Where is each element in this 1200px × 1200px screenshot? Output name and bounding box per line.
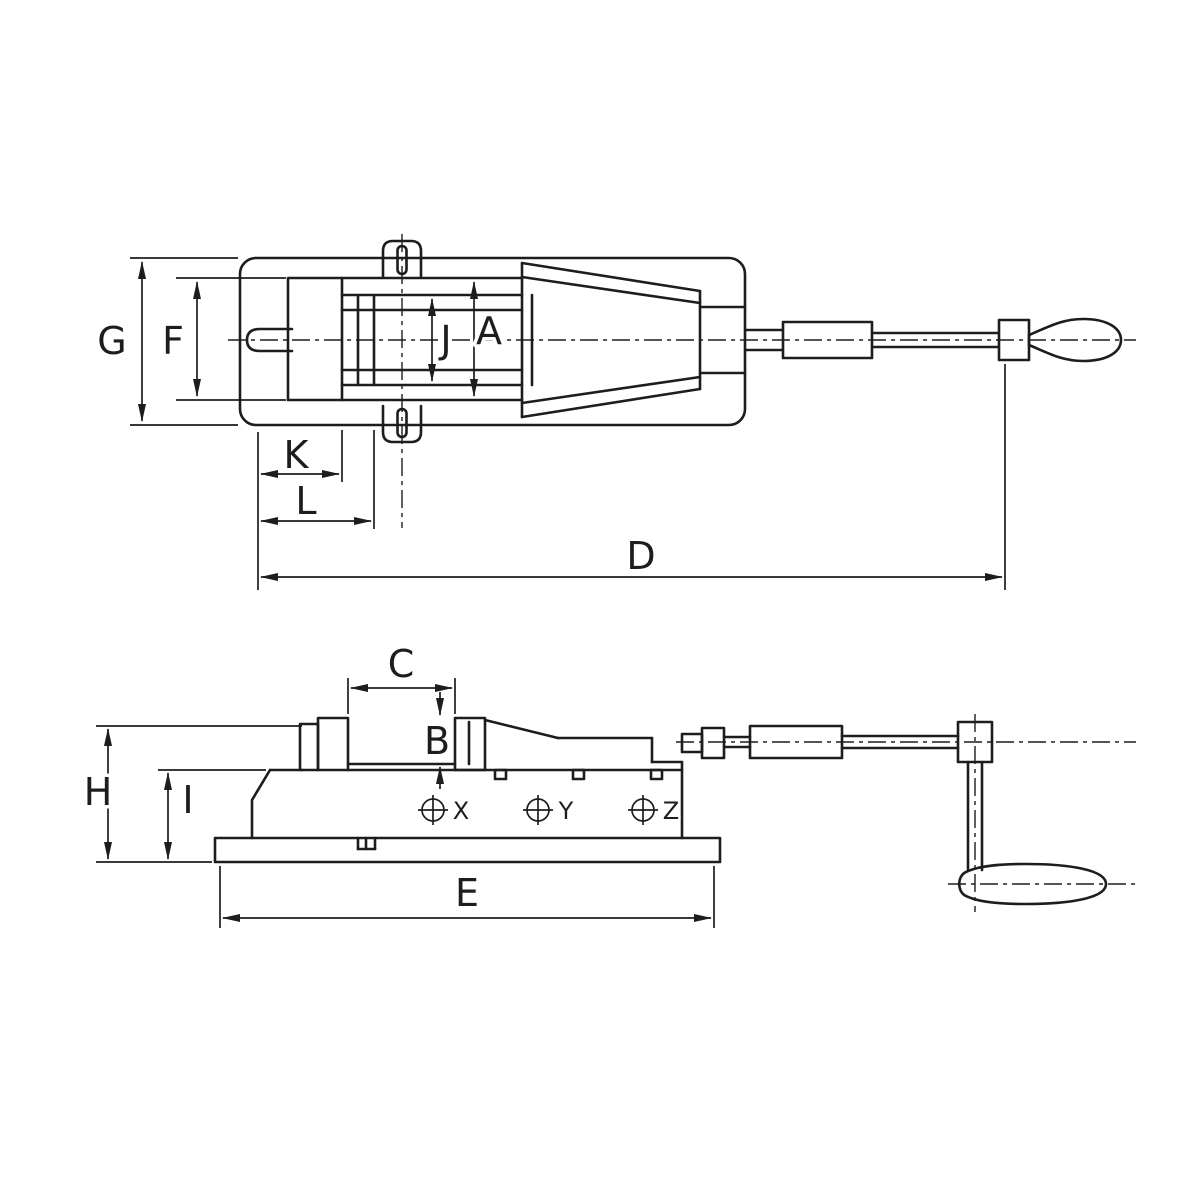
dimension-i: I	[158, 769, 266, 860]
datum-point-x: X	[418, 795, 472, 828]
datum-point-y: Y	[523, 795, 576, 828]
base-plate	[213, 836, 722, 864]
bottom-lug-slot	[396, 407, 408, 439]
movable-jaw-side	[316, 716, 350, 772]
dimension-f: F	[159, 277, 286, 401]
handle-knob	[1027, 317, 1123, 363]
dimension-label-j: J	[438, 318, 451, 362]
dimension-k: K	[257, 430, 343, 590]
top-view-vise-body	[238, 239, 747, 444]
side-view-centerlines	[676, 714, 1136, 912]
datum-label-z: Z	[663, 797, 679, 825]
guide-ways	[340, 276, 524, 402]
top-clamping-lug	[381, 239, 423, 279]
dimension-label-d: D	[626, 534, 655, 578]
vise-body-outline	[238, 256, 747, 427]
dimension-j: J	[428, 298, 455, 382]
datum-label-x: X	[453, 797, 469, 825]
dimension-e: E	[219, 866, 715, 928]
dimension-label-a: A	[476, 309, 502, 353]
fixed-jaw-and-slide	[520, 261, 747, 419]
dimension-label-c: C	[388, 642, 415, 686]
top-view-centerlines	[228, 234, 1136, 528]
dimension-g: G	[94, 257, 238, 426]
body-tab	[649, 768, 664, 781]
dimension-b: B	[420, 692, 454, 789]
dimension-label-h: H	[84, 770, 113, 814]
spindle-collar	[781, 320, 874, 360]
side-view-vise-body	[250, 716, 684, 840]
crank-grip	[957, 862, 1108, 906]
screw-end-tip	[245, 327, 294, 353]
spindle-cylinder	[748, 724, 844, 760]
crank-hub	[956, 720, 994, 764]
dimension-label-l: L	[295, 479, 316, 523]
body-left-chamfer	[250, 768, 272, 840]
body-tab	[493, 768, 508, 781]
spindle-nut	[700, 726, 726, 760]
side-view: X Y Z C B	[80, 639, 1136, 928]
base-plate-outline	[213, 836, 722, 864]
datum-label-y: Y	[558, 797, 574, 825]
dimension-label-f: F	[162, 319, 184, 363]
top-lug-slot	[396, 244, 408, 276]
dimension-label-k: K	[284, 433, 310, 477]
dimension-l: L	[260, 430, 375, 529]
fixed-jaw-side	[453, 716, 487, 772]
dimension-d: D	[260, 364, 1006, 590]
movable-jaw-block	[286, 276, 344, 402]
top-view: G F J A K L	[94, 234, 1136, 590]
dimension-a: A	[470, 281, 506, 397]
dimension-label-i: I	[182, 778, 193, 822]
side-view-spindle-crank	[680, 720, 1108, 906]
datum-point-z: Z	[628, 795, 682, 828]
movable-jaw-plate	[298, 722, 320, 772]
dimension-h: H	[80, 725, 302, 863]
dimension-label-b: B	[424, 719, 450, 763]
dimension-label-g: G	[97, 319, 126, 363]
bottom-clamping-lug	[381, 404, 423, 444]
body-tab	[571, 768, 586, 781]
top-view-spindle	[744, 317, 1123, 363]
dimension-label-e: E	[455, 871, 479, 915]
dimension-c: C	[347, 639, 456, 714]
